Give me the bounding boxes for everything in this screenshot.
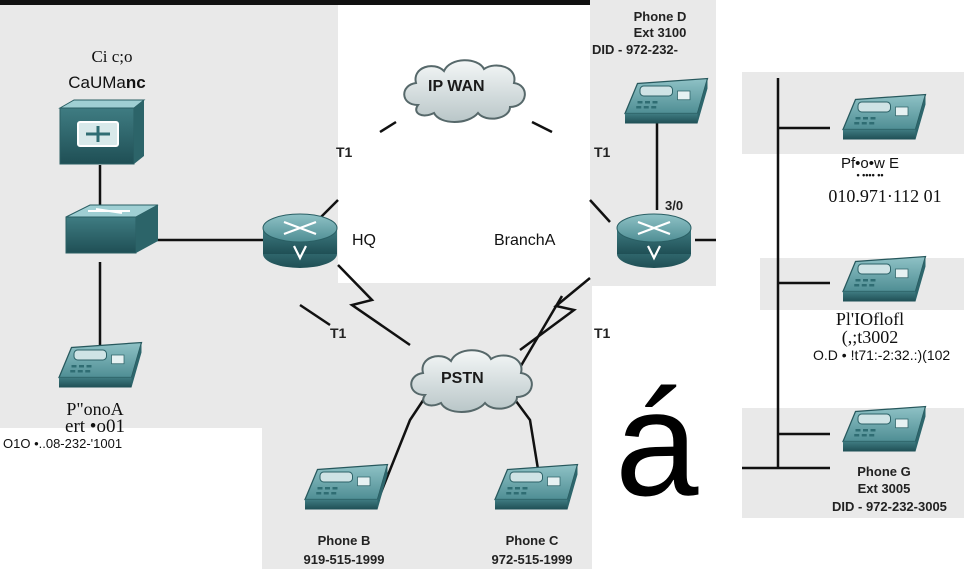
phone-a-name: P"onoA [66,399,124,419]
link-label-branch-pstn: T1 [594,325,611,341]
phone-a-did: O1O •..08-232-'1001 [3,436,123,451]
phone-e-dots: • •••• •• [856,170,884,180]
callmanager-label-line1: Ci c;o [91,47,133,66]
phone-e-name: Pf•o•w E [840,155,900,172]
phone-b-icon [304,463,389,511]
branch-label: BranchA [494,232,556,249]
callmanager-server-icon [58,99,146,165]
links [98,78,830,501]
phone-d-did: DID - 972-232- [592,42,678,57]
hq-switch-icon [65,204,159,254]
callmanager-label-line2: CaUManc [42,73,172,93]
phone-a-icon [58,341,143,389]
link-label-branch-wan: T1 [594,144,611,160]
phone-d-icon [624,77,709,125]
hq-site-background-lower [0,388,270,428]
phone-b-number: 919-515-1999 [303,552,385,567]
hq-router-icon [261,212,339,270]
ip-wan-label: IP WAN [428,78,485,95]
phone-g-ext: Ext 3005 [857,481,911,496]
phone-c-number: 972-515-1999 [491,552,573,567]
phone-f-icon [842,255,927,303]
link-label-hq-pstn: T1 [330,325,347,341]
callmanager-label-part2: nc [125,73,146,92]
phone-c-name: Phone C [505,533,559,548]
top-border-line [0,0,590,5]
pstn-site-background [262,283,592,569]
phone-e-did: 010.971·112 01 [828,186,942,206]
phone-f-name: Pl'IOflofl [835,309,905,329]
serial-links [337,264,591,352]
phone-d-name: Phone D [633,9,687,24]
phone-a-ext: ert •o01 [65,416,125,437]
callmanager-label-part1: CaUMa [68,73,126,92]
pstn-label: PSTN [441,370,484,387]
branch-router-icon [615,212,693,270]
phone-g-did: DID - 972-232-3005 [832,499,947,514]
link-label-hq-wan: T1 [336,144,353,160]
overlay-glyph: á [615,359,699,527]
branch-port-label: 3/0 [665,198,684,213]
phone-c-icon [494,463,579,511]
phone-g-icon [842,405,927,453]
phone-f-ext: (,;t3002 [841,327,899,347]
phone-b-name: Phone B [317,533,371,548]
phone-f-did: O.D • !t71:-2:32.:)(102 [813,347,951,363]
phone-g-name: Phone G [857,464,911,479]
phone-d-ext: Ext 3100 [633,25,687,40]
hq-label: HQ [352,232,376,249]
phone-e-icon [842,93,927,141]
